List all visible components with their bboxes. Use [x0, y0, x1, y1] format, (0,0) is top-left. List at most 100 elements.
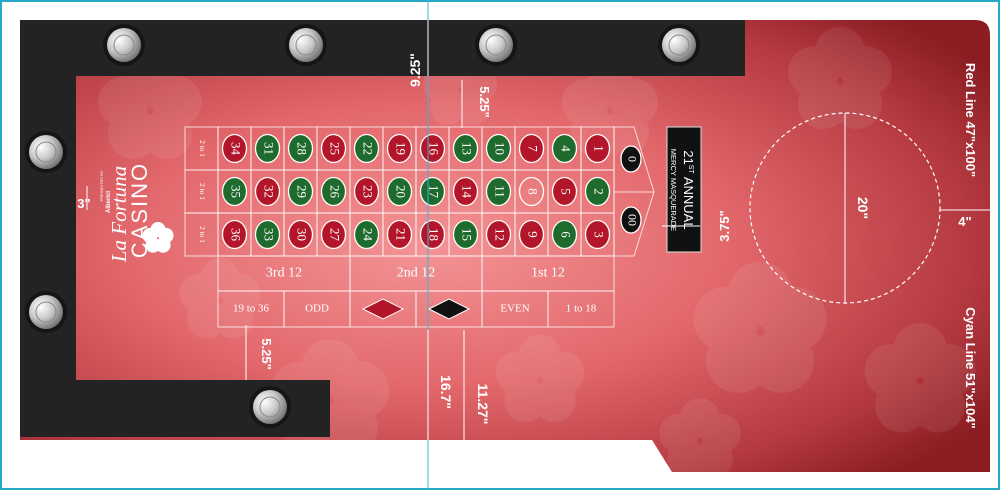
number-label: 14 — [460, 185, 475, 199]
outside-bet-cell — [547, 290, 615, 328]
number-chip — [584, 133, 611, 164]
brand-logo: La Fortuna CASINO PRESENTED BY Alberici — [99, 162, 174, 263]
number-chip — [452, 133, 479, 164]
dozen-label: 3rd 12 — [266, 266, 302, 281]
number-chip — [551, 176, 578, 207]
dim-center-height: 16.7" — [438, 375, 454, 409]
number-chip — [518, 219, 545, 250]
dim-bottom-right: 11.27" — [475, 384, 491, 425]
event-word: ANNUAL — [681, 177, 696, 230]
number-label: 24 — [361, 228, 376, 242]
bolt-icon — [102, 23, 146, 67]
outside-bet-label: 1 to 18 — [566, 303, 597, 315]
number-chip — [419, 219, 446, 250]
dim-right-gap: 4" — [958, 214, 971, 229]
brand-presented-by: PRESENTED BY — [99, 170, 104, 201]
number-chip — [518, 133, 545, 164]
number-label: 4 — [559, 145, 574, 152]
dim-inner-top: 5.25" — [477, 86, 492, 117]
number-label: 26 — [328, 185, 343, 199]
dim-event-gap: 3.75" — [717, 210, 732, 241]
cyan-line-label: Cyan Line 51"x104" — [963, 307, 978, 428]
number-chip — [386, 219, 413, 250]
zero-section — [613, 126, 655, 257]
bolt-icon — [248, 385, 292, 429]
number-chip — [320, 133, 347, 164]
column-bet-label: 2 to 1 — [198, 183, 207, 200]
number-label: 19 — [394, 142, 409, 155]
number-label: 5 — [559, 188, 574, 195]
number-chip — [386, 176, 413, 207]
number-label: 17 — [427, 185, 442, 199]
dim-circle: 20" — [855, 197, 871, 219]
number-chip — [287, 133, 314, 164]
number-label: 18 — [427, 228, 442, 241]
black-diamond-icon — [427, 298, 471, 320]
bolt-icon — [284, 23, 328, 67]
zero-label: 0 — [625, 156, 639, 162]
bolt-icon — [24, 290, 68, 334]
number-label: 11 — [493, 185, 508, 198]
dimension-arrows — [86, 20, 990, 440]
outside-bet-label: EVEN — [500, 303, 529, 315]
number-label: 2 — [592, 188, 607, 195]
dim-bottom-left: 5.25" — [259, 338, 274, 369]
column-bet-label: 2 to 1 — [198, 140, 207, 157]
number-chip — [254, 219, 281, 250]
number-label: 20 — [394, 185, 409, 198]
number-chip — [584, 176, 611, 207]
number-label: 3 — [592, 231, 607, 238]
number-label: 12 — [493, 228, 508, 241]
number-chip — [221, 133, 248, 164]
dim-left-gap: 3" — [77, 196, 90, 211]
brand-script: La Fortuna — [107, 166, 131, 263]
event-name: MERCY MASQUERADE — [669, 149, 678, 231]
number-label: 33 — [262, 228, 277, 241]
number-chip — [419, 176, 446, 207]
bolt-icon — [474, 23, 518, 67]
outside-bet-label: 19 to 36 — [233, 303, 270, 315]
zero-chip — [620, 145, 642, 173]
number-label: 21 — [394, 228, 409, 241]
number-label: 8 — [526, 188, 541, 195]
number-chip — [518, 176, 545, 207]
number-label: 28 — [295, 142, 310, 155]
event-suffix: ST — [687, 165, 694, 175]
number-chip — [221, 219, 248, 250]
number-label: 22 — [361, 142, 376, 155]
number-label: 1 — [592, 145, 607, 152]
event-number: 21 — [681, 150, 696, 164]
number-chip — [551, 219, 578, 250]
number-chip — [221, 176, 248, 207]
zero-label: 00 — [625, 214, 639, 226]
number-label: 27 — [328, 228, 343, 242]
number-chip — [419, 133, 446, 164]
number-chip — [287, 176, 314, 207]
number-chip — [353, 219, 380, 250]
number-chip — [386, 133, 413, 164]
number-chip — [287, 219, 314, 250]
zero-chip — [620, 206, 642, 234]
number-label: 29 — [295, 185, 310, 198]
number-chip — [452, 176, 479, 207]
number-label: 31 — [262, 142, 277, 155]
number-chip — [320, 176, 347, 207]
brand-sponsor: Alberici — [106, 191, 112, 213]
dim-top-gap: 9.25" — [407, 53, 423, 87]
number-chip — [452, 219, 479, 250]
number-chip — [353, 176, 380, 207]
red-line-label: Red Line 47"x100" — [963, 63, 978, 177]
number-chip — [551, 133, 578, 164]
number-label: 10 — [493, 142, 508, 155]
number-chip — [353, 133, 380, 164]
number-label: 9 — [526, 231, 541, 238]
number-label: 13 — [460, 142, 475, 155]
number-chip — [584, 219, 611, 250]
number-label: 36 — [229, 228, 244, 242]
bolt-icon — [657, 23, 701, 67]
dozen-label: 2nd 12 — [397, 266, 436, 281]
number-label: 6 — [559, 231, 574, 238]
